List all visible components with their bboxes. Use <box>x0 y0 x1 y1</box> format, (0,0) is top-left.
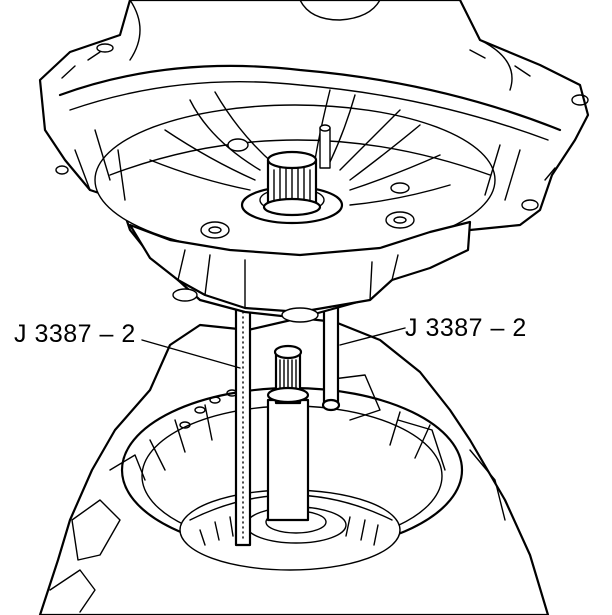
leader-left <box>141 339 241 369</box>
leader-right <box>339 327 406 346</box>
callout-label-left: J 3387 – 2 <box>14 320 136 348</box>
guide-pin-right <box>321 298 341 412</box>
callout-label-right: J 3387 – 2 <box>405 314 527 342</box>
upper-bell-housing <box>38 0 590 323</box>
guide-pin-left <box>234 303 252 547</box>
callout-leaders <box>141 327 406 369</box>
lower-transmission-case <box>38 316 550 615</box>
